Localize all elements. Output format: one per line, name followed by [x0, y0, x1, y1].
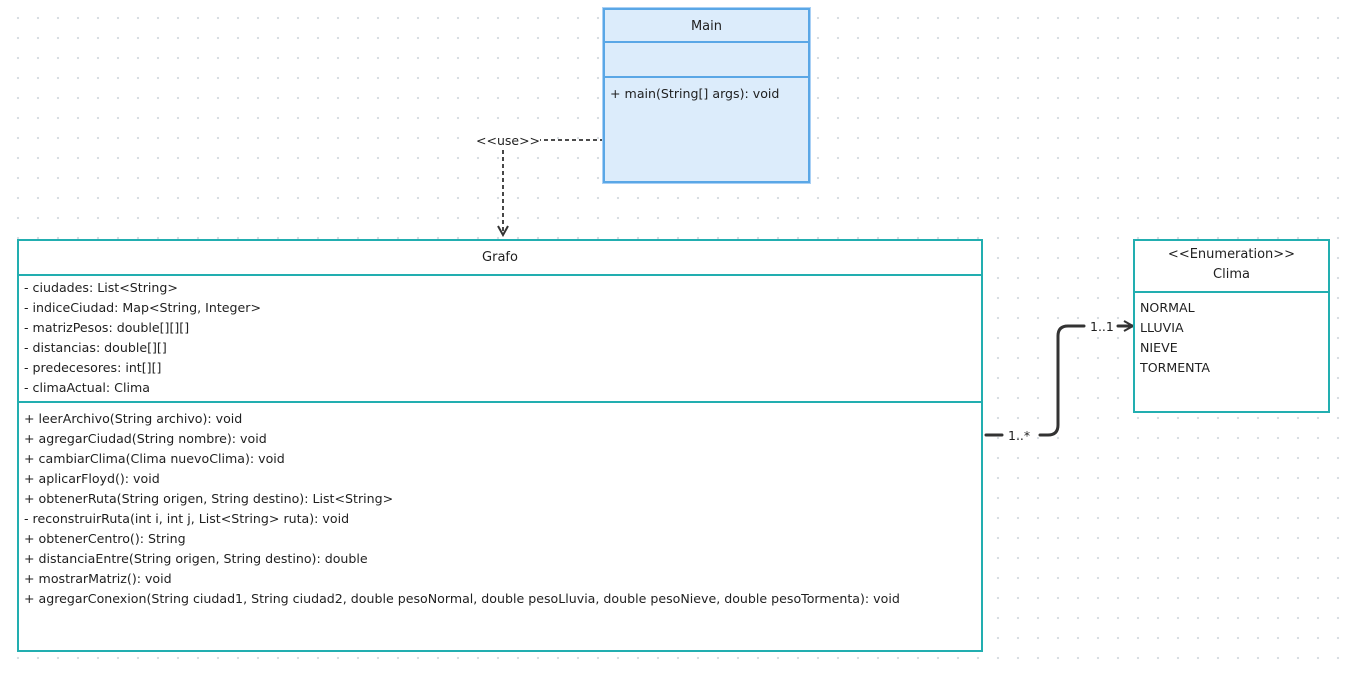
- method-line: + cambiarClima(Clima nuevoClima): void: [24, 451, 285, 466]
- target-multiplicity: 1..1: [1090, 319, 1114, 334]
- enum-value: NIEVE: [1140, 340, 1178, 355]
- method-line: + leerArchivo(String archivo): void: [24, 411, 243, 426]
- clima-enum-box[interactable]: <<Enumeration>> Clima NORMAL LLUVIA NIEV…: [1133, 239, 1330, 413]
- attribute-line: - indiceCiudad: Map<String, Integer>: [24, 300, 261, 315]
- attribute-line: - distancias: double[][]: [24, 340, 167, 355]
- use-label: <<use>>: [476, 133, 541, 148]
- grafo-class-box[interactable]: Grafo - ciudades: List<String> - indiceC…: [17, 239, 983, 652]
- enum-stereotype: <<Enumeration>>: [1167, 247, 1296, 262]
- enum-value: TORMENTA: [1140, 360, 1210, 375]
- enum-value: NORMAL: [1140, 300, 1195, 315]
- attribute-line: - climaActual: Clima: [24, 380, 150, 395]
- main-class-box[interactable]: Main + main(String[] args): void: [603, 8, 810, 183]
- method-line: - reconstruirRuta(int i, int j, List<Str…: [24, 511, 350, 526]
- method-line: + obtenerRuta(String origen, String dest…: [24, 491, 394, 506]
- main-class-attributes: [605, 43, 808, 78]
- grafo-class-attributes: - ciudades: List<String> - indiceCiudad:…: [19, 276, 981, 403]
- grafo-class-methods: + leerArchivo(String archivo): void + ag…: [19, 403, 981, 611]
- source-multiplicity: 1..*: [1008, 428, 1031, 443]
- clima-enum-header: <<Enumeration>> Clima: [1135, 241, 1328, 293]
- main-class-name: Main: [605, 10, 808, 43]
- method-line: + agregarCiudad(String nombre): void: [24, 431, 267, 446]
- enum-value: LLUVIA: [1140, 320, 1184, 335]
- method-line: + mostrarMatriz(): void: [24, 571, 172, 586]
- clima-enum-values: NORMAL LLUVIA NIEVE TORMENTA: [1135, 293, 1328, 380]
- method-line: + distanciaEntre(String origen, String d…: [24, 551, 368, 566]
- attribute-line: - ciudades: List<String>: [24, 280, 178, 295]
- attribute-line: - matrizPesos: double[][][]: [24, 320, 190, 335]
- attribute-line: - predecesores: int[][]: [24, 360, 162, 375]
- grafo-class-name: Grafo: [19, 241, 981, 276]
- method-line: + obtenerCentro(): String: [24, 531, 186, 546]
- method-line: + aplicarFloyd(): void: [24, 471, 160, 486]
- main-class-methods: + main(String[] args): void: [605, 78, 808, 106]
- method-line: + main(String[] args): void: [610, 86, 780, 101]
- enum-name: Clima: [1213, 267, 1250, 282]
- association-line[interactable]: [984, 326, 1133, 437]
- method-line: + agregarConexion(String ciudad1, String…: [24, 591, 900, 606]
